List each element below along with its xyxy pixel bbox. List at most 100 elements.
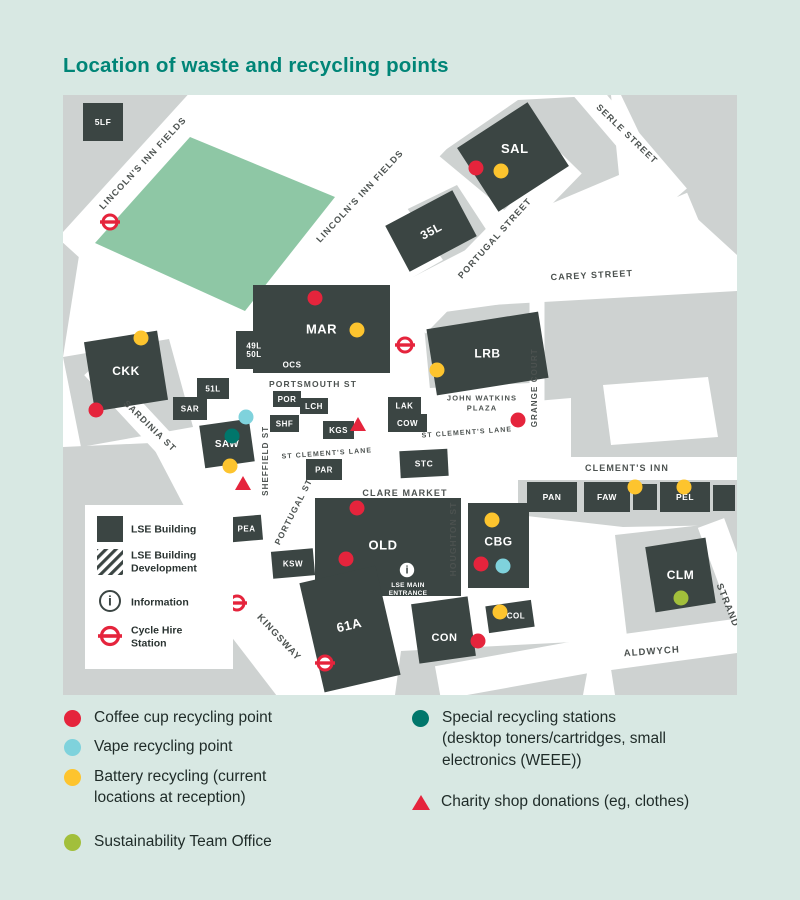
vape-marker bbox=[495, 558, 511, 574]
building-51l: 51L bbox=[197, 378, 229, 399]
street-label: PORTSMOUTH ST bbox=[269, 379, 357, 389]
street-label: SHEFFIELD ST bbox=[261, 426, 270, 496]
legend-column-left: Coffee cup recycling point Vape recyclin… bbox=[63, 707, 411, 852]
legend-label: Sustainability Team Office bbox=[94, 832, 272, 850]
street-label: CLARE MARKET bbox=[362, 488, 447, 498]
building-label: STC bbox=[415, 458, 434, 468]
plaza bbox=[603, 377, 718, 445]
battery-marker-icon bbox=[64, 768, 81, 786]
battery-marker bbox=[133, 330, 149, 346]
building-pan: PAN bbox=[527, 482, 577, 512]
building-shf: SHF bbox=[270, 415, 299, 432]
map-legend-label: Station bbox=[131, 638, 167, 650]
charity-donation-marker bbox=[350, 417, 366, 431]
building-label: COW bbox=[397, 419, 418, 428]
cycle-hire-icon bbox=[98, 625, 122, 647]
building-label: KGS bbox=[329, 426, 348, 435]
information-marker: i bbox=[398, 561, 416, 579]
legend-item-sustainability: Sustainability Team Office bbox=[63, 831, 411, 852]
lse-main-entrance-label: ENTRANCE bbox=[389, 590, 428, 597]
cycle-hire-marker bbox=[395, 336, 415, 354]
map-key: Coffee cup recycling point Vape recyclin… bbox=[63, 707, 743, 852]
street-label: PLAZA bbox=[467, 404, 498, 413]
special-recycling-marker-icon bbox=[412, 710, 429, 727]
charity-marker-icon bbox=[412, 795, 430, 811]
building-saw: SAW bbox=[199, 418, 255, 469]
information-icon: i bbox=[99, 590, 121, 612]
lse-main-entrance-label: LSE MAIN bbox=[391, 582, 424, 589]
special-marker bbox=[224, 428, 240, 444]
city-block bbox=[611, 651, 737, 695]
legend-label: Coffee cup recycling point bbox=[94, 709, 273, 726]
street-label: CLEMENT'S INN bbox=[585, 463, 669, 473]
cycle-hire-marker bbox=[315, 654, 335, 672]
building-cbg: CBG bbox=[468, 503, 529, 588]
city-block bbox=[621, 95, 737, 255]
legend-label: Special recycling stations (desktop tone… bbox=[442, 709, 666, 769]
battery-marker bbox=[429, 362, 445, 378]
campus-map-svg: 5LFSAL35LMAR49L50LOCSLRBCKK51LSARPORLCHS… bbox=[63, 95, 737, 695]
building-kgs: KGS bbox=[323, 421, 354, 439]
street-label: CAREY STREET bbox=[550, 268, 633, 282]
battery-marker bbox=[349, 322, 365, 338]
street-label: JOHN WATKINS bbox=[447, 394, 517, 403]
building-label: FAW bbox=[597, 492, 617, 502]
vape-marker-icon bbox=[64, 739, 81, 757]
legend-column-right: Special recycling stations (desktop tone… bbox=[411, 707, 741, 852]
building-label: PAN bbox=[543, 492, 562, 502]
building-label: PAR bbox=[315, 465, 333, 474]
building-label: MAR bbox=[306, 322, 337, 337]
building-label: 51L bbox=[205, 384, 220, 393]
building-cow: COW bbox=[388, 414, 427, 432]
building-lch: LCH bbox=[300, 398, 328, 414]
building-label: CKK bbox=[112, 364, 140, 378]
building-label: POR bbox=[278, 395, 297, 404]
plaza bbox=[513, 398, 571, 461]
building-ocs: OCS bbox=[276, 356, 308, 373]
street bbox=[310, 483, 456, 505]
coffee-marker bbox=[473, 556, 489, 572]
building-pea: PEA bbox=[229, 514, 264, 543]
map-legend-label: Information bbox=[131, 597, 189, 609]
building-label: PEL bbox=[676, 492, 694, 502]
building-label: 61A bbox=[335, 615, 363, 635]
street bbox=[697, 518, 737, 634]
street bbox=[585, 618, 737, 673]
legend-item-vape: Vape recycling point bbox=[63, 736, 411, 757]
lse-development-swatch bbox=[97, 549, 123, 575]
building-faw: FAW bbox=[584, 482, 630, 512]
coffee-marker bbox=[307, 290, 323, 306]
map-legend-label: Development bbox=[131, 563, 197, 575]
building-lak: LAK bbox=[388, 397, 421, 414]
building-ckk: CKK bbox=[83, 330, 169, 412]
building-sar: SAR bbox=[173, 397, 207, 420]
page-title: Location of waste and recycling points bbox=[63, 54, 449, 77]
map-legend-label: LSE Building bbox=[131, 550, 196, 562]
battery-marker bbox=[627, 479, 643, 495]
building-label: 49L bbox=[246, 341, 261, 350]
battery-marker bbox=[676, 479, 692, 495]
battery-marker bbox=[484, 512, 500, 528]
cycle-hire-marker bbox=[100, 213, 120, 231]
coffee-marker bbox=[510, 412, 526, 428]
building-stc: STC bbox=[399, 448, 449, 479]
lincolns-inn-fields-park bbox=[95, 137, 335, 311]
legend-item-special: Special recycling stations (desktop tone… bbox=[411, 707, 741, 771]
street-label: HOUGHTON ST bbox=[448, 502, 458, 577]
sustain-marker bbox=[673, 590, 689, 606]
building-label: CBG bbox=[484, 535, 512, 549]
building-label: KSW bbox=[283, 559, 303, 568]
street bbox=[490, 267, 737, 305]
street bbox=[666, 192, 724, 288]
legend-item-coffee: Coffee cup recycling point bbox=[63, 707, 411, 728]
building-label: CON bbox=[431, 632, 457, 644]
building-label: SAL bbox=[501, 141, 528, 156]
battery-marker bbox=[492, 604, 508, 620]
building-lrb: LRB bbox=[426, 311, 549, 396]
street bbox=[573, 95, 687, 206]
city-block bbox=[63, 243, 81, 357]
building-clm: CLM bbox=[645, 537, 716, 613]
